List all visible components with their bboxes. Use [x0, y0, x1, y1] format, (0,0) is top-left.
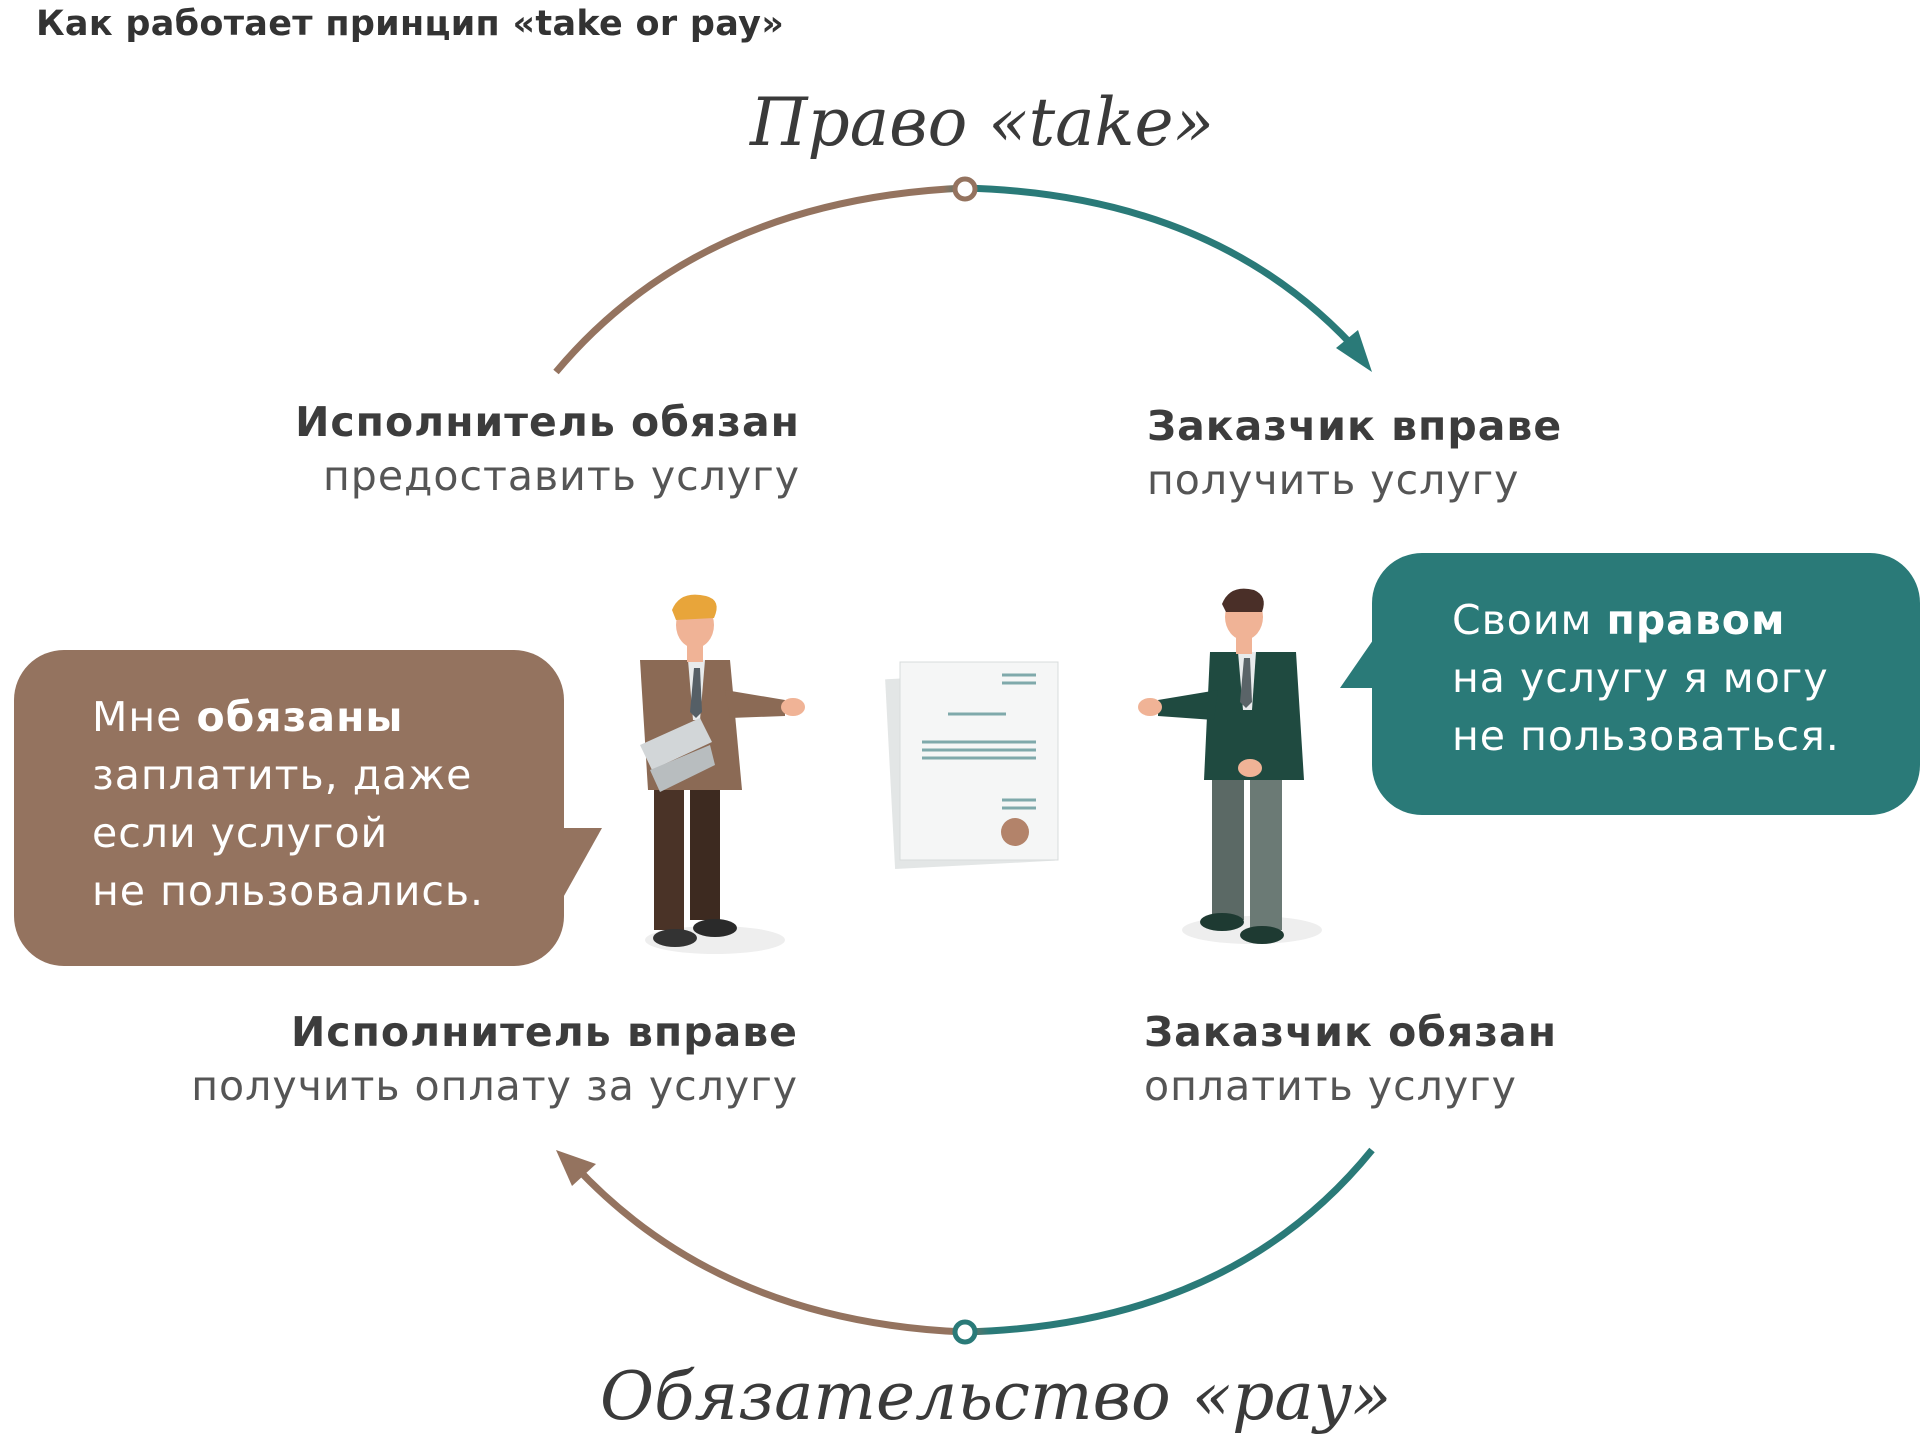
executor-obliged-statement: Исполнитель обязан предоставить услугу	[295, 398, 800, 500]
left-speech-bubble	[14, 650, 602, 966]
statement-light: получить услугу	[1147, 456, 1520, 504]
take-title: Право «take»	[750, 84, 1214, 161]
left-bubble-text: Мне обязаны заплатить, даже если услугой…	[92, 688, 484, 920]
right-bubble-text: Своим правом на услугу я могу не пользов…	[1452, 591, 1840, 765]
bubble-line: не пользоваться.	[1452, 712, 1840, 760]
bubble-line: заплатить, даже	[92, 751, 473, 799]
executor-right-statement: Исполнитель вправе получить оплату за ус…	[191, 1008, 798, 1110]
bubble-line: Мне обязаны	[92, 688, 484, 746]
bubble-prefix: Мне	[92, 693, 197, 741]
top-arc	[553, 184, 1365, 375]
contract-document-icon	[885, 661, 1059, 870]
bubble-bold: правом	[1606, 596, 1786, 644]
page-title: Как работает принцип «take or pay»	[36, 4, 785, 44]
bubble-bold: обязаны	[196, 693, 404, 741]
bubble-prefix: Своим	[1452, 596, 1607, 644]
top-node	[952, 176, 978, 202]
customer-figure	[1138, 588, 1322, 944]
customer-obliged-statement: Заказчик обязан оплатить услугу	[1144, 1008, 1557, 1110]
arrow-icon	[556, 1150, 596, 1186]
bottom-arc	[572, 1147, 1375, 1336]
arrow-icon	[1336, 330, 1372, 372]
bubble-line: Своим правом	[1452, 591, 1840, 649]
bubble-line: на услугу я могу	[1452, 654, 1829, 702]
customer-right-statement: Заказчик вправе получить услугу	[1147, 402, 1562, 504]
statement-light: получить оплату за услугу	[191, 1062, 798, 1110]
statement-light: оплатить услугу	[1144, 1062, 1517, 1110]
executor-figure	[640, 594, 805, 954]
bubble-line: не пользовались.	[92, 867, 485, 915]
bottom-node	[952, 1319, 978, 1345]
pay-title: Обязательство «pay»	[600, 1358, 1392, 1435]
statement-bold: Исполнитель вправе	[290, 1008, 798, 1056]
statement-bold: Заказчик обязан	[1144, 1008, 1558, 1056]
bubble-line: если услугой	[92, 809, 389, 857]
statement-light: предоставить услугу	[322, 452, 800, 500]
statement-bold: Заказчик вправе	[1147, 402, 1563, 450]
statement-bold: Исполнитель обязан	[295, 398, 800, 446]
right-speech-bubble	[1340, 553, 1920, 815]
